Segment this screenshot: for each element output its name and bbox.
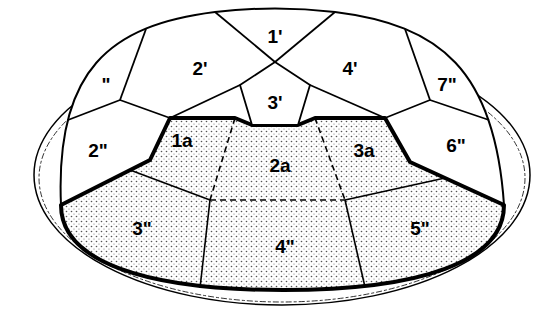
plate-label: 4" — [275, 237, 295, 256]
plate-label: 3' — [267, 93, 282, 112]
plate-label: 7" — [437, 75, 457, 94]
plate-label: 3a — [353, 141, 374, 160]
plate-label: 3" — [132, 219, 152, 238]
plate-label: 2' — [192, 59, 207, 78]
lower-sutures — [130, 170, 445, 288]
plate-sutures — [68, 12, 489, 125]
plate-label: 2" — [88, 141, 108, 160]
dashed-sutures — [210, 118, 345, 200]
plate-label: 1' — [267, 27, 282, 46]
cell-outline — [61, 9, 504, 291]
plate-label: " — [101, 75, 110, 94]
stippled-region — [61, 118, 504, 290]
plate-label: 5" — [410, 219, 430, 238]
plate-label: 4' — [342, 59, 357, 78]
plate-label: 6" — [446, 136, 466, 155]
plate-label: 2a — [269, 156, 290, 175]
plate-label: 1a — [171, 131, 192, 150]
